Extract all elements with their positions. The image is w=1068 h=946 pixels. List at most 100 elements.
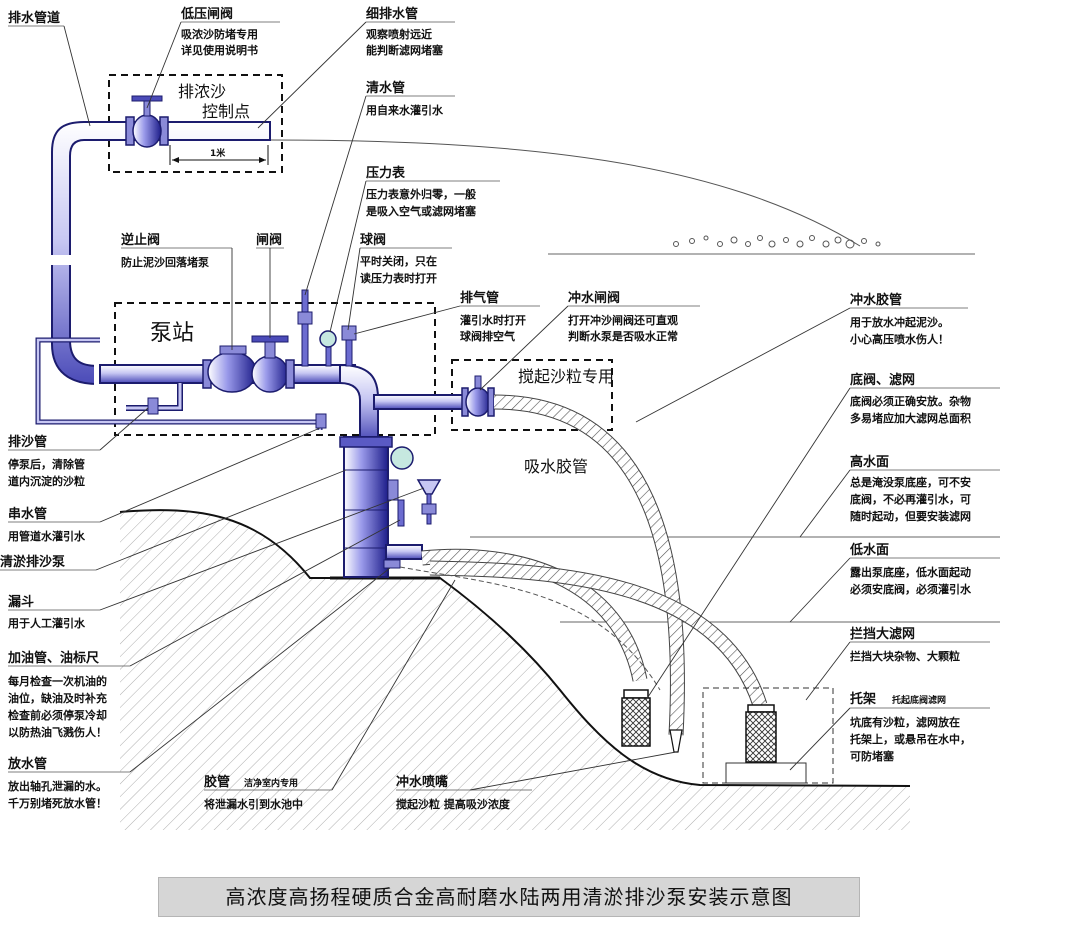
callout-low-water-line-1: 露出泵底座，低水面起动 (850, 565, 971, 579)
callout-series-pipe-line-1: 用管道水灌引水 (8, 529, 86, 543)
callout-clean-pipe-title: 清水管 (366, 80, 405, 96)
ground-terrain (120, 510, 910, 830)
low-pressure-valve (125, 95, 169, 148)
callout-series-pipe-title: 串水管 (8, 506, 47, 522)
leader-clean-pipe (304, 95, 367, 296)
leader-low-water (789, 557, 851, 623)
callout-big-filter-line-1: 拦挡大块杂物、大颗粒 (850, 649, 960, 663)
callout-low-water-title: 低水面 (849, 542, 889, 558)
callout-bracket-line-3: 可防堵塞 (850, 749, 895, 763)
callout-gauge-line-2: 是吸入空气或滤网堵塞 (365, 204, 477, 218)
callout-bracket-title: 托架 (850, 691, 876, 707)
callout-rubber-pipe-subtitle: 洁净室内专用 (244, 777, 298, 789)
big-filter-box (702, 687, 834, 784)
leader-nozzle (469, 751, 677, 791)
callout-rubber-pipe-title: 胶管 (204, 774, 230, 790)
callout-check-valve-title: 逆止阀 (121, 232, 160, 248)
control-point-box (108, 74, 283, 173)
vent-ball-valve (341, 325, 357, 367)
leader-fine-pipe (257, 21, 367, 129)
control-point-label-1: 排浓沙 (178, 82, 226, 101)
callout-low-valve-title: 低压闸阀 (180, 6, 233, 22)
suction-hose-label: 吸水胶管 (524, 457, 588, 476)
leader-oil-pipe (129, 519, 401, 667)
callout-sand-pipe-title: 排沙管 (8, 434, 47, 450)
leader-bracket (789, 707, 851, 771)
callout-gate-valve-title: 闸阀 (256, 232, 282, 248)
callout-high-water-line-1: 总是淹没泵底座，可不安 (850, 475, 971, 489)
callout-oil-pipe-line-1: 每月检查一次机油的 (8, 674, 107, 688)
callout-foot-valve-line-1: 底阀必须正确安放。杂物 (850, 394, 971, 408)
elbow-to-pump (339, 363, 379, 441)
callout-oil-pipe-title: 加油管、油标尺 (7, 650, 99, 666)
callout-flush-valve-line-2: 判断水泵是否吸水正常 (568, 329, 678, 343)
leader-sand-pipe (99, 407, 149, 451)
caption-banner: 高浓度高扬程硬质合金高耐磨水陆两用清淤排沙泵安装示意图 (158, 877, 860, 917)
spray-arc (269, 139, 861, 247)
spray-bubbles (673, 235, 881, 249)
callout-clean-pipe-line-1: 用自来水灌引水 (366, 103, 444, 117)
callout-drain-tube-title: 放水管 (7, 756, 47, 772)
foot-valve-strainer (621, 689, 651, 747)
pump-body (339, 436, 414, 578)
leader-flush-hose (635, 307, 851, 423)
check-valve (202, 345, 257, 393)
leader-high-water (799, 469, 851, 538)
callout-flush-valve-line-1: 打开冲沙闸阀还可直观 (568, 313, 678, 327)
callout-oil-pipe-line-2: 油位，缺油及时补充 (8, 691, 107, 705)
callout-ball-valve-line-1: 平时关闭，只在 (360, 254, 437, 268)
callout-high-water-line-3: 随时起动，但要安装滤网 (850, 509, 971, 523)
flush-valve (461, 375, 495, 417)
leader-drain-tube (129, 567, 391, 773)
callout-rubber-pipe-line-1: 将泄漏水引到水池中 (204, 797, 303, 811)
callout-ball-valve-line-2: 读压力表时打开 (360, 271, 437, 285)
discharge-pipe-break (46, 255, 76, 265)
callout-check-valve-line-1: 防止泥沙回落堵泵 (121, 255, 209, 269)
callout-flush-hose-line-2: 小心高压喷水伤人！ (849, 332, 949, 346)
callout-oil-pipe-line-4: 以防热油飞溅伤人！ (8, 725, 107, 739)
leader-vent-pipe (353, 305, 461, 335)
drain-tube (383, 559, 401, 569)
leader-gauge (329, 180, 367, 333)
leader-drain-pipe (63, 25, 91, 127)
callout-nozzle-title: 冲水喷嘴 (396, 774, 448, 790)
callout-low-valve-line-2: 详见使用说明书 (181, 43, 258, 57)
pump-station-box (114, 302, 436, 436)
leader-rubber-pipe (331, 579, 456, 791)
callout-fine-pipe-line-2: 能判断滤网堵塞 (366, 43, 444, 57)
callout-low-valve-line-1: 吸浓沙防堵专用 (181, 27, 258, 41)
pressure-gauge (319, 330, 337, 367)
callout-nozzle-line-1: 搅起沙粒 提高吸沙浓度 (396, 797, 511, 811)
callout-sand-pipe-line-2: 道内沉淀的沙粒 (8, 474, 85, 488)
ground-surface-line (119, 509, 911, 787)
discharge-pipe-break-2 (94, 362, 102, 388)
callout-high-water-title: 高水面 (850, 454, 889, 470)
callout-foot-valve-line-2: 多易堵应加大滤网总面积 (850, 411, 971, 425)
one-meter-label: 1米 (210, 147, 226, 159)
callout-gauge-title: 压力表 (366, 165, 406, 181)
diagram-caption: 高浓度高扬程硬质合金高耐磨水陆两用清淤排沙泵安装示意图 (225, 885, 793, 909)
callout-big-filter-title: 拦挡大滤网 (850, 626, 915, 642)
flush-nozzle (669, 729, 683, 753)
control-point-label-2: 控制点 (202, 102, 250, 121)
flush-hose-hatch (493, 395, 684, 736)
callout-foot-valve-title: 底阀、滤网 (850, 372, 915, 388)
leader-low-valve (146, 21, 182, 109)
gate-valve (251, 335, 295, 393)
callout-gauge-line-1: 压力表意外归零，一般 (366, 187, 476, 201)
callout-drain-tube-line-2: 千万别堵死放水管！ (8, 796, 107, 810)
leader-big-filter (805, 641, 851, 701)
callout-bracket-subtitle: 托起底阀滤网 (892, 694, 946, 706)
callout-vent-pipe-title: 排气管 (460, 290, 499, 306)
outlet-to-flush (373, 394, 465, 410)
leader-pump-name (95, 469, 347, 571)
callout-bracket-line-1: 坑底有沙粒，滤网放在 (850, 715, 960, 729)
leader-ball-valve (347, 247, 361, 331)
callout-oil-pipe-line-3: 检查前必须停泵冷却 (8, 708, 107, 722)
sand-drain-pipe (126, 383, 183, 415)
one-meter-dimension (169, 145, 269, 165)
leader-foot-valve (645, 387, 851, 701)
callout-low-water-line-2: 必须安底阀，必须灌引水 (849, 582, 972, 596)
callout-sand-pipe-line-1: 停泵后，清除管 (8, 457, 85, 471)
